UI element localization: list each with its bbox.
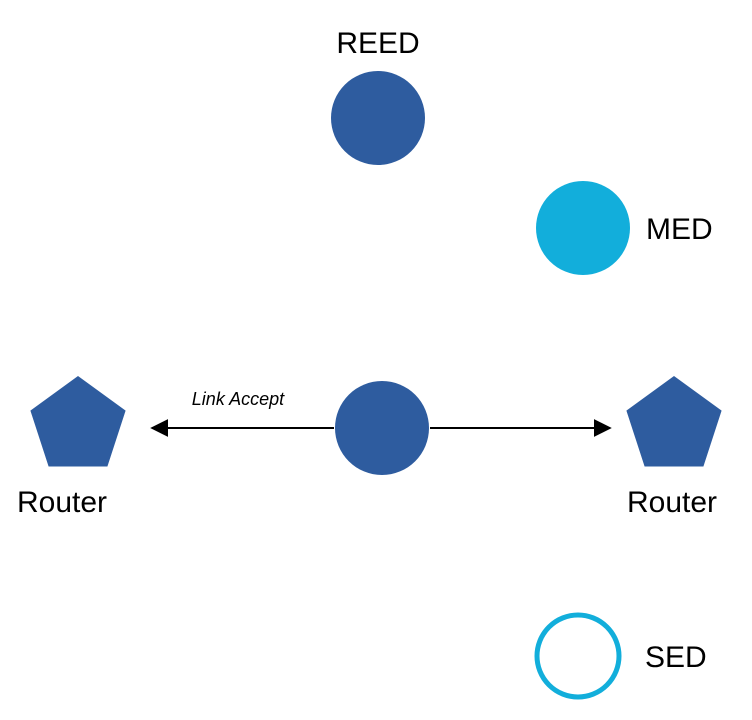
router-left-pentagon (30, 376, 126, 467)
router-right-pentagon (626, 376, 722, 467)
reed-node-circle (331, 71, 425, 165)
sed-node-circle (534, 612, 622, 700)
sed-label: SED (645, 641, 707, 674)
central-node-circle (335, 381, 429, 475)
router-left-label: Router (17, 486, 107, 519)
reed-label: REED (336, 27, 419, 60)
edge-label-link-accept: Link Accept (192, 389, 285, 409)
med-label: MED (646, 213, 713, 246)
med-node-circle (536, 181, 630, 275)
router-right-label: Router (627, 486, 717, 519)
